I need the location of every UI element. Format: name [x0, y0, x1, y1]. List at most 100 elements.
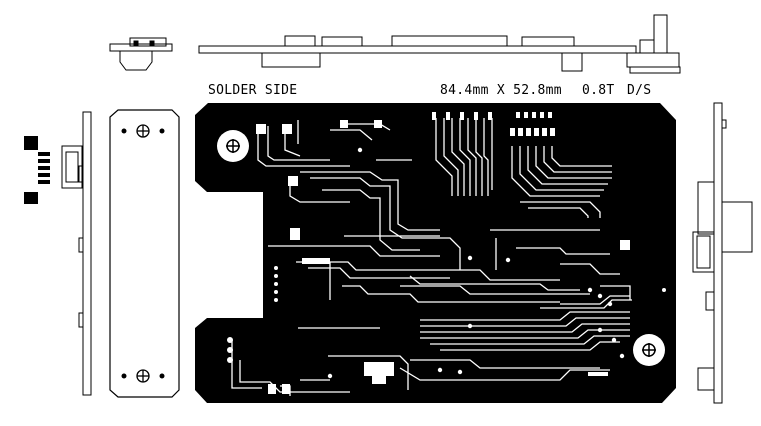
- edge-pin-4: [38, 173, 50, 177]
- left-bump-1: [78, 165, 84, 183]
- via-16: [457, 369, 463, 375]
- pad-bot-block-2: [372, 372, 386, 384]
- pad-block-mid-4: [534, 128, 539, 136]
- trace-tl-2: [267, 126, 330, 161]
- via-10: [597, 293, 603, 299]
- trace-tl-1: [257, 126, 350, 167]
- pad-block-mid-6: [550, 128, 555, 136]
- trace-mid-7: [409, 275, 580, 291]
- trace-bus-2: [420, 317, 630, 327]
- top-bracket-body: [109, 43, 173, 52]
- via-20: [467, 255, 473, 261]
- pad-bot-right: [588, 372, 608, 376]
- trace-fan-r2: [519, 146, 604, 191]
- via-3: [274, 282, 278, 286]
- trace-mid-3: [308, 267, 450, 279]
- pad-ic-left-2: [446, 112, 450, 120]
- left-board-edge: [82, 111, 92, 396]
- top-component-2: [321, 36, 363, 47]
- via-6: [227, 337, 233, 343]
- bracket-dot-bottom-right: [159, 373, 165, 379]
- top-component-3: [391, 35, 508, 47]
- trace-bus-7: [560, 295, 630, 305]
- board-thickness-label: 0.8T: [582, 83, 615, 98]
- right-connector-inner: [696, 235, 711, 269]
- left-bracket-view: [109, 109, 180, 398]
- via-17: [327, 373, 333, 379]
- pad-block-top-2: [524, 112, 528, 118]
- traces: [231, 118, 632, 396]
- top-edge-view: [109, 14, 681, 74]
- trace-mid-11: [560, 263, 620, 275]
- edge-pin-3: [38, 166, 50, 170]
- via-22: [357, 147, 363, 153]
- pad-block-mid-3: [526, 128, 531, 136]
- bracket-dot-top-left: [121, 128, 127, 134]
- top-right-foot: [629, 66, 681, 74]
- left-usb-inner: [65, 151, 79, 183]
- trace-bus-1: [420, 311, 630, 321]
- trace-fan-3: [451, 118, 465, 196]
- trace-fan-6: [475, 118, 483, 196]
- via-4: [274, 290, 278, 294]
- trace-fan-4: [459, 118, 471, 196]
- pad-bot-left: [268, 384, 276, 394]
- trace-bot-3: [328, 355, 409, 390]
- via-8: [227, 357, 233, 363]
- solder-side-label: SOLDER SIDE: [208, 83, 298, 98]
- top-component-4: [521, 36, 575, 47]
- bracket-dot-top-right: [159, 128, 165, 134]
- trace-fan-5: [467, 118, 477, 196]
- trace-bot-1: [231, 340, 262, 389]
- pad-part-right: [620, 240, 630, 250]
- top-right-bracket: [653, 14, 668, 54]
- trace-bot-5: [410, 359, 600, 369]
- top-under-part-1: [261, 52, 321, 68]
- edge-pin-2: [38, 159, 50, 163]
- edge-pin-5: [38, 180, 50, 184]
- pad-block-top-3: [532, 112, 536, 118]
- trace-mid-5: [342, 285, 560, 303]
- pad-ic-left: [432, 112, 436, 120]
- left-bump-2: [78, 237, 84, 253]
- trace-mid-10: [516, 247, 610, 255]
- trace-tl-7: [300, 171, 440, 231]
- bracket-outline: [109, 109, 180, 398]
- pad-block-mid-2: [518, 128, 523, 136]
- right-bump: [721, 119, 727, 129]
- pad-ic-left-3: [460, 112, 464, 120]
- pad-cap-4: [374, 120, 382, 128]
- via-19: [467, 323, 473, 329]
- top-bracket-connector: [129, 37, 167, 47]
- via-7: [227, 347, 233, 353]
- pad-bot-left-2: [282, 384, 290, 394]
- via-1: [274, 266, 278, 270]
- via-11: [607, 301, 613, 307]
- right-connector-body: [721, 201, 753, 253]
- pad-cap-2: [282, 124, 292, 134]
- trace-mid-6: [400, 285, 590, 295]
- top-under-part-2: [561, 52, 583, 72]
- trace-bus-9: [600, 285, 631, 300]
- board-dimensions-label: 84.4mm X 52.8mm: [440, 83, 562, 98]
- via-15: [437, 367, 443, 373]
- pad-bot-block: [364, 362, 394, 376]
- top-board-edge: [198, 45, 637, 54]
- right-connector-mid: [692, 231, 715, 273]
- trace-fan-r8: [528, 207, 589, 218]
- top-bracket-tab: [119, 51, 153, 71]
- via-13: [611, 337, 617, 343]
- left-bump-3: [78, 312, 84, 328]
- top-bracket-dot: [133, 40, 139, 46]
- via-18: [662, 288, 666, 292]
- board-layers-label: D/S: [627, 83, 652, 98]
- via-5: [274, 298, 278, 302]
- pad-ic-left-4: [474, 112, 478, 120]
- pad-part-left: [288, 176, 298, 186]
- trace-fan-r6: [551, 146, 612, 167]
- trace-bus-6: [440, 341, 620, 351]
- pad-cap-1: [256, 124, 266, 134]
- trace-fan-r3: [527, 146, 608, 185]
- pad-block-mid-5: [542, 128, 547, 136]
